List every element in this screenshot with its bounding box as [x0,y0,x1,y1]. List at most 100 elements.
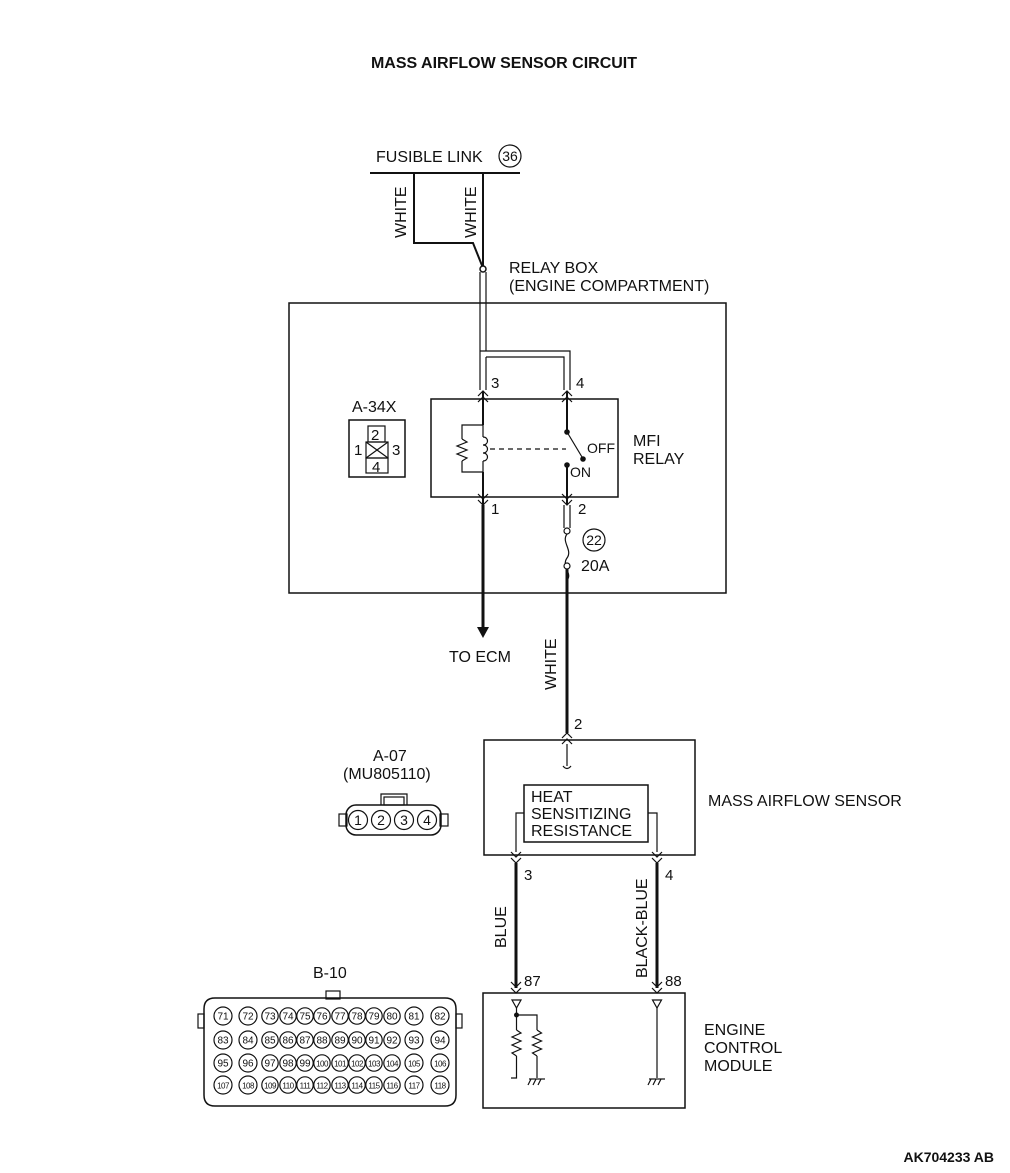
svg-text:91: 91 [368,1036,380,1047]
b10-pin: 118 [430,1075,450,1095]
svg-text:4: 4 [372,459,380,476]
wire-label-white-right: WHITE [463,186,480,238]
arrow-down-icon [477,627,489,638]
relay-pin-1: 1 [491,501,499,518]
svg-text:84: 84 [242,1036,254,1047]
relay-box-label-line1: RELAY BOX [509,260,599,277]
relay-coil-icon [482,436,489,462]
fusible-link-label: FUSIBLE LINK [376,149,483,166]
mfi-relay-label-line2: RELAY [633,451,685,468]
svg-text:87: 87 [299,1036,311,1047]
svg-text:77: 77 [334,1012,346,1023]
wire-label-blue: BLUE [493,906,510,948]
b10-label: B-10 [313,965,347,982]
svg-text:1: 1 [354,442,362,459]
b10-pin: 107 [213,1075,233,1095]
b10-pin: 82 [430,1006,450,1026]
svg-text:82: 82 [434,1012,446,1023]
svg-text:73: 73 [264,1012,276,1023]
mfi-relay-label-line1: MFI [633,433,661,450]
b10-pin: 79 [365,1007,383,1025]
b10-pin: 96 [238,1053,258,1073]
b10-pin: 73 [261,1007,279,1025]
svg-text:109: 109 [264,1082,277,1091]
b10-pin: 102 [348,1054,366,1072]
svg-text:113: 113 [334,1082,346,1091]
a07-label: A-07 [373,748,407,765]
b10-pin: 101 [331,1054,349,1072]
diagram-title: MASS AIRFLOW SENSOR CIRCUIT [371,55,637,72]
ecm-pin-87: 87 [524,973,541,990]
ecm-resistor-a-icon [510,1029,523,1057]
a34x-label: A-34X [352,399,397,416]
svg-text:100: 100 [316,1060,329,1069]
svg-text:72: 72 [242,1012,254,1023]
b10-pin: 97 [261,1054,279,1072]
wire-label-white-left: WHITE [393,186,410,238]
b10-pin: 113 [331,1076,349,1094]
b10-pin: 94 [430,1030,450,1050]
svg-text:107: 107 [217,1082,230,1091]
svg-text:90: 90 [351,1036,363,1047]
heat-label-line2: SENSITIZING [531,806,631,823]
svg-text:105: 105 [408,1060,421,1069]
b10-pin: 77 [331,1007,349,1025]
svg-text:1: 1 [354,812,362,828]
relay-pin-3: 3 [491,375,499,392]
svg-text:22: 22 [586,532,602,548]
diagram-code: AK704233 AB [903,1149,994,1165]
maf-pin-3: 3 [524,867,532,884]
svg-text:83: 83 [217,1036,229,1047]
relay-box-label-line2: (ENGINE COMPARTMENT) [509,278,709,295]
b10-pin: 85 [261,1031,279,1049]
relay-switch-off-label: OFF [587,440,615,456]
ecm-ground-icon-a [527,1078,545,1086]
b10-pin: 108 [238,1075,258,1095]
svg-text:3: 3 [400,812,408,828]
svg-text:106: 106 [434,1060,447,1069]
svg-text:94: 94 [434,1036,446,1047]
b10-pin: 84 [238,1030,258,1050]
svg-text:111: 111 [300,1082,312,1091]
svg-text:76: 76 [316,1012,328,1023]
maf-pin-2: 2 [574,716,582,733]
fusible-link-number-badge: 36 [498,144,522,168]
relay-switch-on-label: ON [570,464,591,480]
svg-text:74: 74 [282,1012,294,1023]
b10-pin: 72 [238,1006,258,1026]
b10-pin: 80 [383,1007,401,1025]
b10-pin: 111 [296,1076,314,1094]
b10-pin: 83 [213,1030,233,1050]
b10-pin: 106 [430,1053,450,1073]
svg-text:96: 96 [242,1059,254,1070]
a07-connector-icon: 1 2 3 4 [338,793,449,836]
ecm-ground-icon-b [647,1078,665,1086]
b10-pin: 75 [296,1007,314,1025]
b10-pin: 114 [348,1076,366,1094]
a34x-connector-icon: 1 2 3 4 [348,419,406,478]
b10-pin: 90 [348,1031,366,1049]
b10-pin: 91 [365,1031,383,1049]
svg-text:102: 102 [351,1060,364,1069]
b10-pin: 88 [313,1031,331,1049]
relay-switch-contact [566,431,583,458]
b10-pin: 89 [331,1031,349,1049]
fuse-rating: 20A [581,558,610,575]
svg-text:108: 108 [242,1082,255,1091]
relay-box [288,302,727,594]
svg-text:3: 3 [392,442,400,459]
b10-pin: 76 [313,1007,331,1025]
svg-text:118: 118 [434,1082,446,1091]
svg-text:80: 80 [386,1012,398,1023]
svg-text:2: 2 [377,812,385,828]
splice-point [479,265,487,273]
svg-text:86: 86 [282,1036,294,1047]
wire-label-black-blue: BLACK-BLUE [634,878,651,978]
ecm-label-line2: CONTROL [704,1040,782,1057]
svg-text:117: 117 [408,1082,420,1091]
ecm-label-line3: MODULE [704,1058,772,1075]
svg-text:95: 95 [217,1059,229,1070]
svg-text:97: 97 [264,1059,276,1070]
svg-text:88: 88 [316,1036,328,1047]
b10-pin: 93 [404,1030,424,1050]
